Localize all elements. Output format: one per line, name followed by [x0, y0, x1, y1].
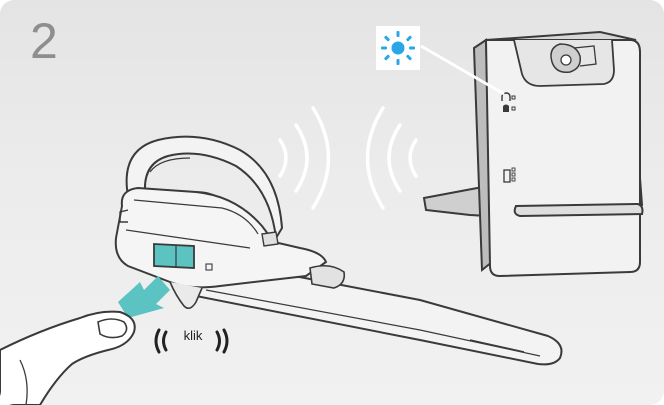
- press-arrow-icon: [118, 276, 170, 318]
- base-station: [421, 32, 643, 276]
- wireless-signal-icon: [280, 108, 416, 208]
- headset-button: [154, 244, 194, 268]
- finger: [0, 312, 135, 405]
- click-label: klik: [148, 328, 238, 343]
- bell-status-icon: [503, 105, 509, 113]
- led-blinking-icon: [376, 26, 420, 70]
- led-callout: [376, 26, 420, 70]
